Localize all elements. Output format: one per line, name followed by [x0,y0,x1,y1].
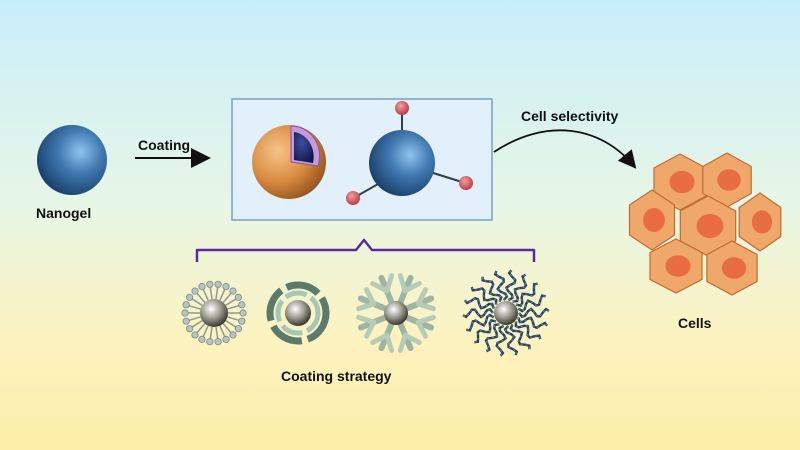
lipid-bilayer-icon [181,280,247,346]
core-shell-particle-icon [252,125,326,199]
ligand-particle-icon [346,101,473,205]
dna-brush-icon [462,269,550,357]
selectivity-arrow-icon [493,129,637,169]
coating-strategy-label: Coating strategy [281,368,392,384]
branched-polymer-icon [356,273,436,353]
cell-selectivity-label: Cell selectivity [521,108,619,124]
strategy-bracket-icon [195,238,536,262]
nanogel-sphere-icon [37,125,107,195]
cells-label: Cells [678,315,712,331]
nanogel-label: Nanogel [36,205,92,221]
cell-cluster-icon [628,152,782,296]
coating-label: Coating [138,137,191,153]
wrapped-shell-icon [266,281,330,345]
